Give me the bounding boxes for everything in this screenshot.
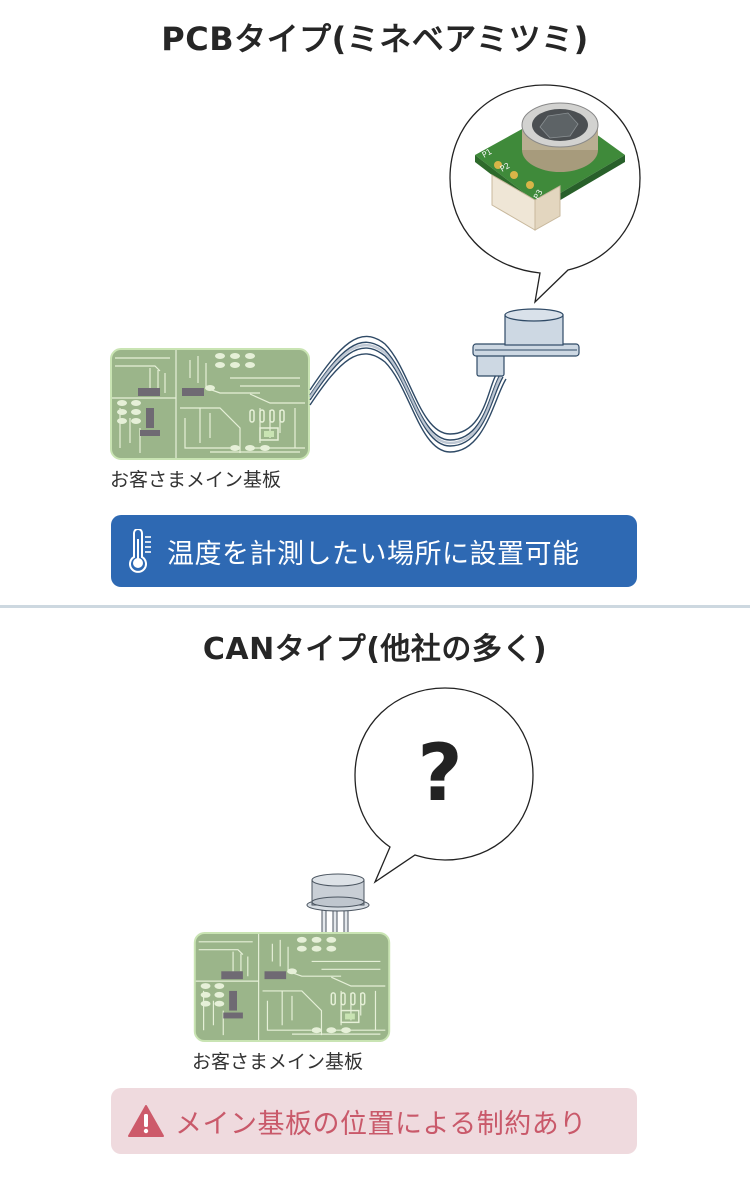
can-limitation-text: メイン基板の位置による制約あり <box>175 1108 587 1140</box>
svg-text:P3: P3 <box>532 188 545 201</box>
question-bubble <box>354 687 534 884</box>
pcb-type-title: PCBタイプ(ミネベアミツミ) <box>161 20 589 58</box>
customer-main-board-pcb <box>110 348 310 460</box>
pcb-benefit-text: 温度を計測したい場所に設置可能 <box>167 538 580 570</box>
can-board-label: お客さまメイン基板 <box>192 1051 364 1073</box>
svg-text:P1: P1 <box>481 147 494 160</box>
svg-text:P2: P2 <box>499 161 512 174</box>
can-type-title: CANタイプ(他社の多く) <box>202 632 548 667</box>
thermometer-icon <box>129 529 151 573</box>
pcb-benefit-banner: 温度を計測したい場所に設置可能 <box>111 515 637 587</box>
warning-icon <box>128 1105 164 1137</box>
pcb-board-label: お客さまメイン基板 <box>110 469 282 491</box>
pcb-sensor-bubble: P1 P2 P3 <box>449 84 641 304</box>
section-divider <box>0 605 750 608</box>
sensor-cable-and-housing <box>308 308 580 453</box>
customer-main-board-can <box>193 932 391 1042</box>
question-mark: ? <box>417 729 463 819</box>
can-sensor-icon <box>306 873 370 934</box>
can-limitation-banner: メイン基板の位置による制約あり <box>111 1088 637 1154</box>
pcb-sensor-module-icon: P1 P2 P3 <box>475 102 625 231</box>
